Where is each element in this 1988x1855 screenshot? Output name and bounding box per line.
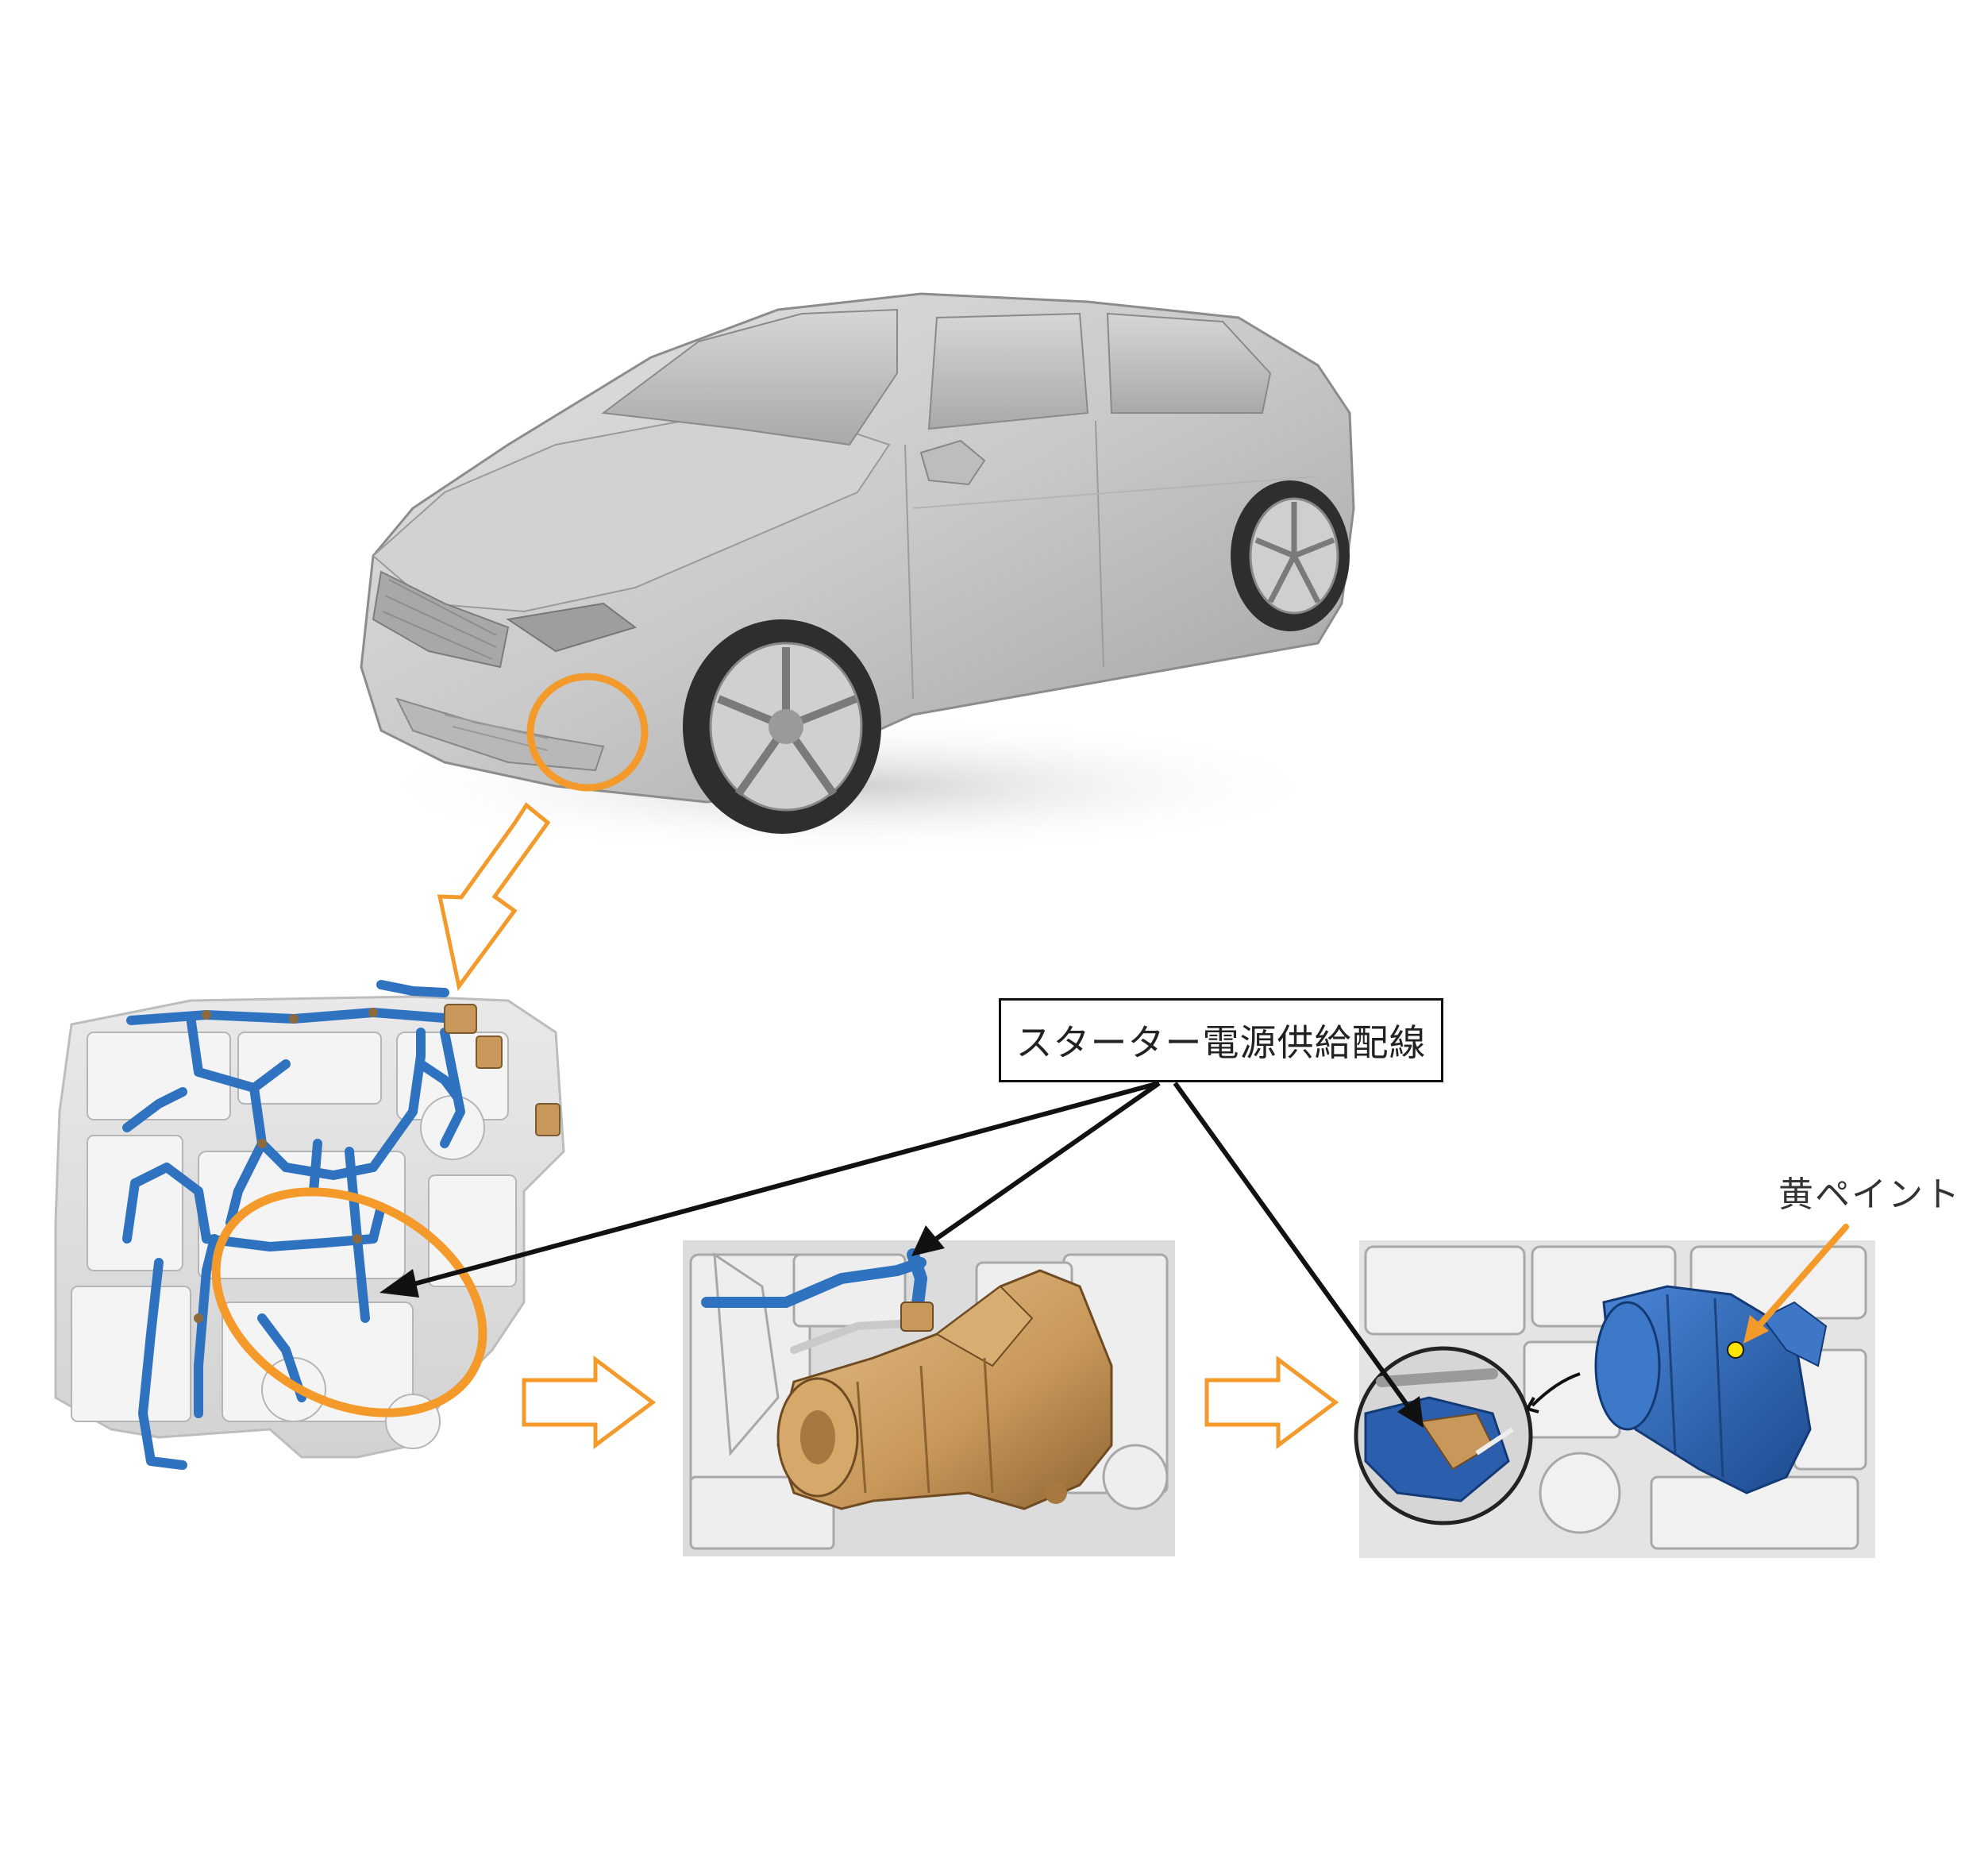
highlight-ellipse-starter-area: [211, 1187, 487, 1417]
highlight-circle-bumper: [526, 673, 649, 792]
engine-harness-illustration: [54, 980, 565, 1470]
flow-arrow-car-to-engine: [437, 802, 551, 991]
starter-installed-detail: [1354, 1240, 1875, 1558]
starter-power-wiring-label: スターター電源供給配線: [999, 998, 1443, 1082]
flow-arrow-engine-to-starter: [522, 1356, 657, 1449]
callout-arrows: [379, 1081, 1424, 1428]
yellow-paint-mark: [1727, 1341, 1744, 1359]
vehicle-illustration: [357, 292, 1355, 858]
flow-arrow-starter-to-installed: [1204, 1356, 1339, 1449]
yellow-paint-label: 黄ペイント: [1778, 1174, 1961, 1215]
yellow-paint-pointer: [1743, 1224, 1849, 1344]
starter-power-wiring-text: スターター電源供給配線: [1015, 1021, 1427, 1064]
starter-motor-detail: [683, 1240, 1175, 1556]
